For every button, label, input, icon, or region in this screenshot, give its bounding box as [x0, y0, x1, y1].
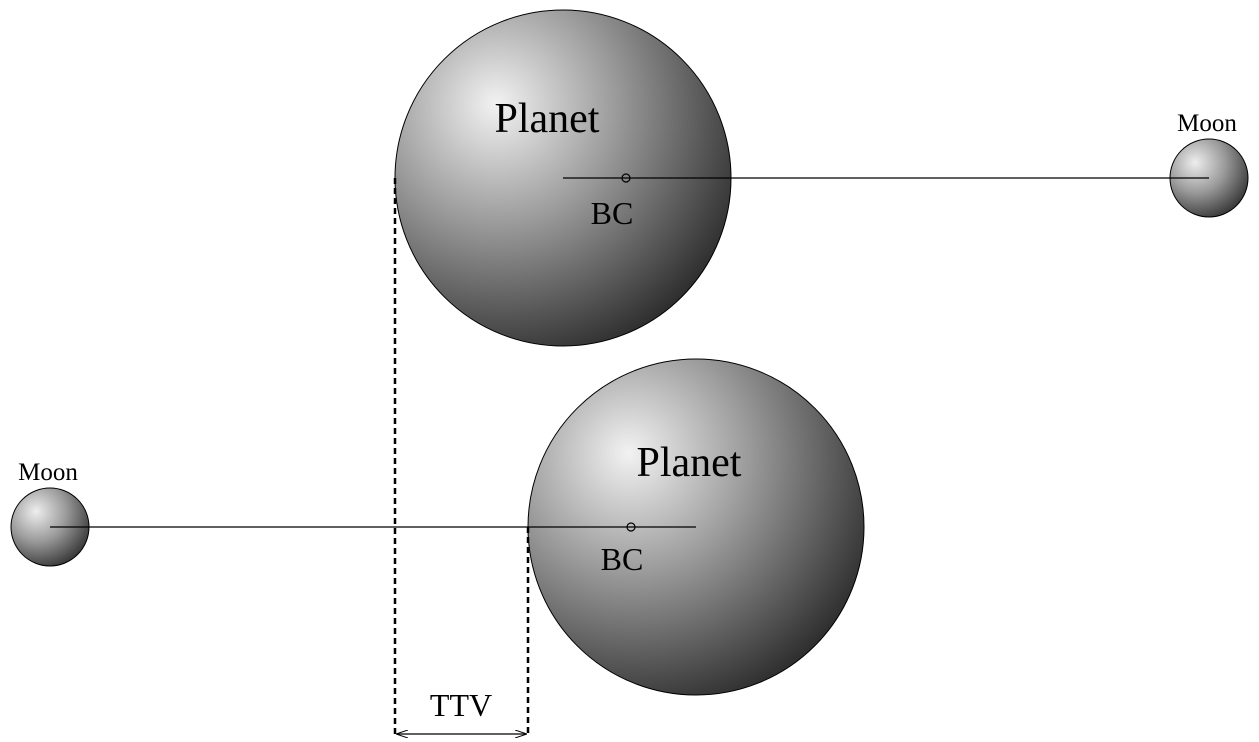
barycenter-top-marker — [621, 173, 631, 183]
barycenter-top-label: BC — [591, 195, 634, 231]
ttv-label: TTV — [430, 687, 492, 723]
barycenter-bottom-marker — [626, 522, 636, 532]
moon-right-label: Moon — [1177, 110, 1237, 137]
planet-bottom-label: Planet — [637, 440, 742, 486]
moon-left-label: Moon — [18, 459, 78, 486]
planet-top-label: Planet — [495, 96, 600, 142]
barycenter-bottom-label: BC — [601, 541, 644, 577]
